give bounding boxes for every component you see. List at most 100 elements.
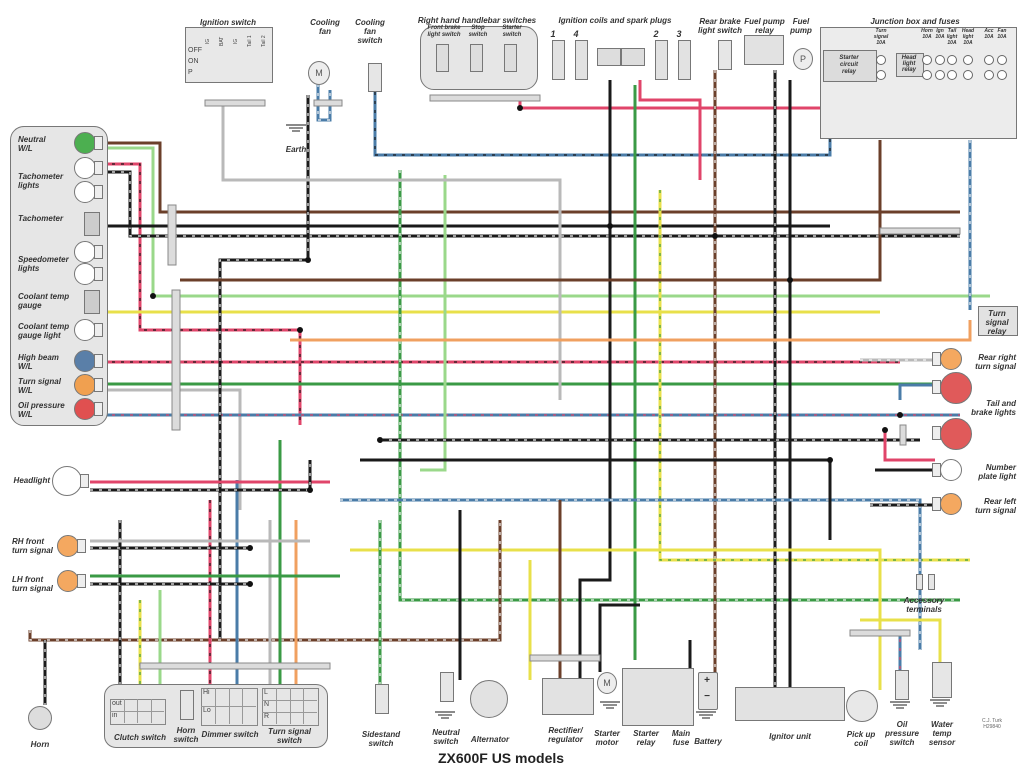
instrument-coolant-temp-label: Coolant temp gauge light (18, 322, 70, 340)
lh-front-turn-bulb (57, 570, 79, 592)
instrument-tachometer-bulb (74, 181, 96, 203)
ignition-switch[interactable] (185, 27, 273, 83)
lh-front-turn-base (77, 574, 86, 588)
wire-stripe-10 (219, 95, 309, 640)
neutral-switch-label: Neutral switch (432, 728, 460, 746)
rh-switch-1[interactable] (470, 44, 483, 72)
battery-plus: + (704, 675, 710, 686)
harness-connector-0 (167, 204, 177, 266)
instrument-tachometer-label: Tachometer (18, 214, 64, 223)
turn-signal-switch[interactable] (262, 688, 319, 726)
rear-right-turn-label: Rear right turn signal (975, 353, 1016, 371)
instrument-oil-pressure-label: Oil pressure W/L (18, 401, 65, 419)
turn-signal-switch-col-divider (303, 688, 305, 724)
rh-switch-2[interactable] (504, 44, 517, 72)
wire-light_green-1 (103, 146, 990, 298)
rectifier-regulator-label: Rectifier/ regulator (548, 726, 583, 744)
instrument-tachometer-label: Tachometer lights (18, 172, 64, 190)
accessory-terminals-label: Accessory terminals (903, 596, 945, 614)
spark-plug-2 (655, 40, 668, 80)
horn-icon (28, 706, 52, 730)
earth-label: Earth (285, 145, 307, 154)
fuse-5 (984, 55, 994, 65)
wire-harness (28, 60, 990, 719)
accessory-terminal-minus[interactable] (928, 574, 935, 590)
wire-black-17 (578, 80, 612, 680)
dimmer-switch[interactable] (201, 688, 258, 726)
junction-dots (150, 105, 903, 587)
dimmer-switch-row-lo: Lo (203, 707, 211, 714)
pickup-coil-icon (846, 690, 878, 722)
tail-light-bulb (940, 372, 972, 404)
wire-stripe-30 (29, 520, 501, 641)
clutch-switch-row-in: in (112, 712, 118, 719)
wire-brown-24 (180, 140, 882, 282)
ignition-row-on: ON (188, 58, 199, 65)
fuse-0-b (876, 70, 886, 80)
instrument-speedometer-base (94, 245, 103, 259)
instrument-tachometer-bulb (74, 157, 96, 179)
harness-connector-9 (899, 424, 907, 446)
fuse-label-5: Acc 10A (984, 28, 994, 40)
horn-switch-icon[interactable] (180, 690, 194, 720)
dimmer-switch-row-hi: Hi (203, 689, 210, 696)
clutch-switch[interactable] (110, 699, 166, 725)
tail-brake-label: Tail and brake lights (971, 399, 1016, 417)
fuse-label-3: Tail light 10A (946, 28, 958, 46)
fuel-pump-relay-label: Fuel pump relay (744, 17, 785, 35)
instrument-speedometer-base (94, 267, 103, 281)
turn-signal-relay (978, 306, 1018, 336)
junction-box-label: Junction box and fuses (870, 17, 960, 26)
horn-label: Horn (30, 740, 50, 749)
rh-front-turn-label: RH front turn signal (12, 537, 53, 555)
instrument-neutral-bulb (74, 132, 96, 154)
fuse-label-2: Ign 10A (935, 28, 945, 40)
starter-relay-box (622, 668, 694, 726)
starter-relay-label: Starter relay (633, 729, 659, 747)
junction-dot-5 (712, 233, 718, 239)
instrument-tachometer-base (94, 161, 103, 175)
turn-signal-switch-row-l: L (264, 689, 268, 696)
number-plate-bulb (940, 459, 962, 481)
fuse-label-1: Horn 10A (921, 28, 933, 40)
ignition-column-0: IG (205, 38, 211, 44)
fuse-4 (963, 55, 973, 65)
turn-signal-switch-label: Turn signal switch (268, 727, 311, 745)
headlight-relay-label: Head light relay (901, 55, 917, 73)
instrument-tachometer-base (94, 185, 103, 199)
fuse-6 (997, 55, 1007, 65)
harness-connector-4 (429, 94, 541, 102)
rh-switch-0[interactable] (436, 44, 449, 72)
wire-stripe-21 (659, 190, 970, 561)
junction-dot-13 (882, 427, 888, 433)
wire-stripe-13 (399, 170, 960, 601)
sidestand-switch-icon (375, 684, 389, 714)
main-fuse-label: Main fuse (671, 729, 691, 747)
spark-plug-number-1: 1 (550, 29, 556, 39)
instrument-oil-pressure-bulb (74, 398, 96, 420)
spark-plug-number-4: 4 (573, 29, 579, 39)
neutral-switch-icon (440, 672, 454, 702)
fuse-1-b (922, 70, 932, 80)
junction-dot-1 (297, 327, 303, 333)
ignition-coils-label: Ignition coils and spark plugs (558, 16, 672, 25)
wire-light_green-14 (420, 175, 447, 472)
ignition-coil-1 (621, 48, 645, 66)
instrument-turn-signal-label: Turn signal W/L (18, 377, 61, 395)
instrument-coolant-temp-gauge (84, 290, 100, 314)
junction-dot-10 (247, 581, 253, 587)
junction-dot-6 (787, 277, 793, 283)
fuel-pump-relay (744, 35, 784, 65)
alternator-label: Alternator (470, 735, 510, 744)
fuse-1 (922, 55, 932, 65)
earth-icon (286, 124, 306, 132)
instrument-speedometer-label: Speedometer lights (18, 255, 69, 273)
wire-grey-8 (103, 388, 242, 510)
accessory-terminal-plus[interactable] (916, 574, 923, 590)
dimmer-switch-col-divider (214, 688, 216, 724)
junction-dot-0 (150, 293, 156, 299)
instrument-turn-signal-bulb (74, 374, 96, 396)
earth-icon (890, 701, 910, 709)
wire-black-50 (598, 603, 640, 672)
